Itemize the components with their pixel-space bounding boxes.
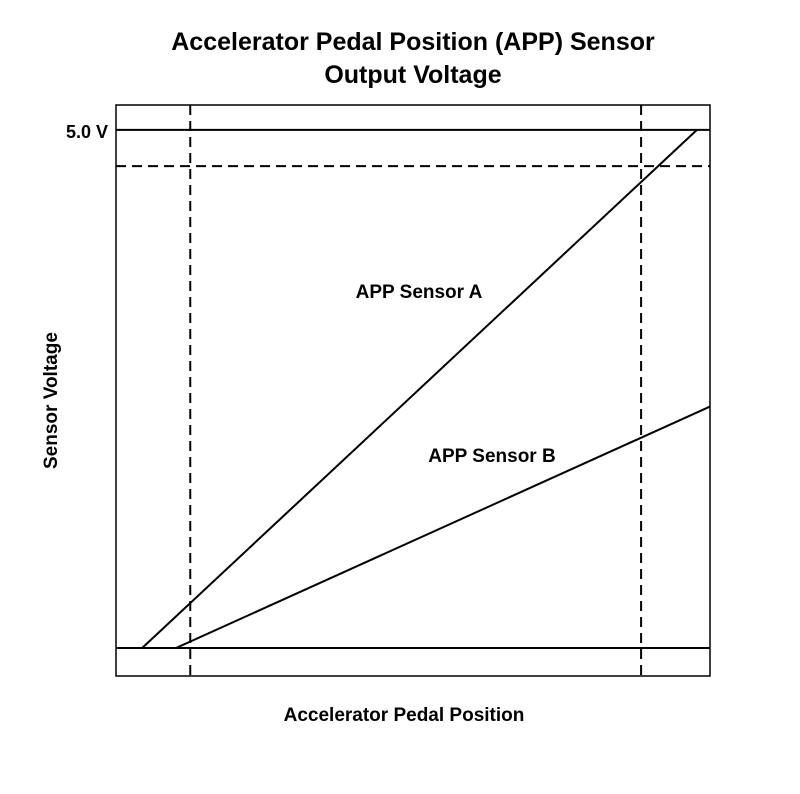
y-axis-label: Sensor Voltage bbox=[41, 332, 62, 469]
series-label-app-sensor-b: APP Sensor B bbox=[428, 446, 555, 467]
plot-frame bbox=[115, 104, 711, 677]
series-label-app-sensor-a: APP Sensor A bbox=[356, 282, 483, 303]
chart-title-line1: Accelerator Pedal Position (APP) Sensor bbox=[171, 28, 655, 56]
series-line-app-sensor-b bbox=[175, 405, 711, 649]
chart-title-line2: Output Voltage bbox=[324, 61, 501, 89]
series-line-app-sensor-a bbox=[141, 129, 698, 649]
x-axis-label: Accelerator Pedal Position bbox=[284, 705, 525, 726]
y-tick-label-top: 5.0 V bbox=[66, 122, 108, 142]
plot-area: APP Sensor A APP Sensor B bbox=[115, 104, 711, 677]
